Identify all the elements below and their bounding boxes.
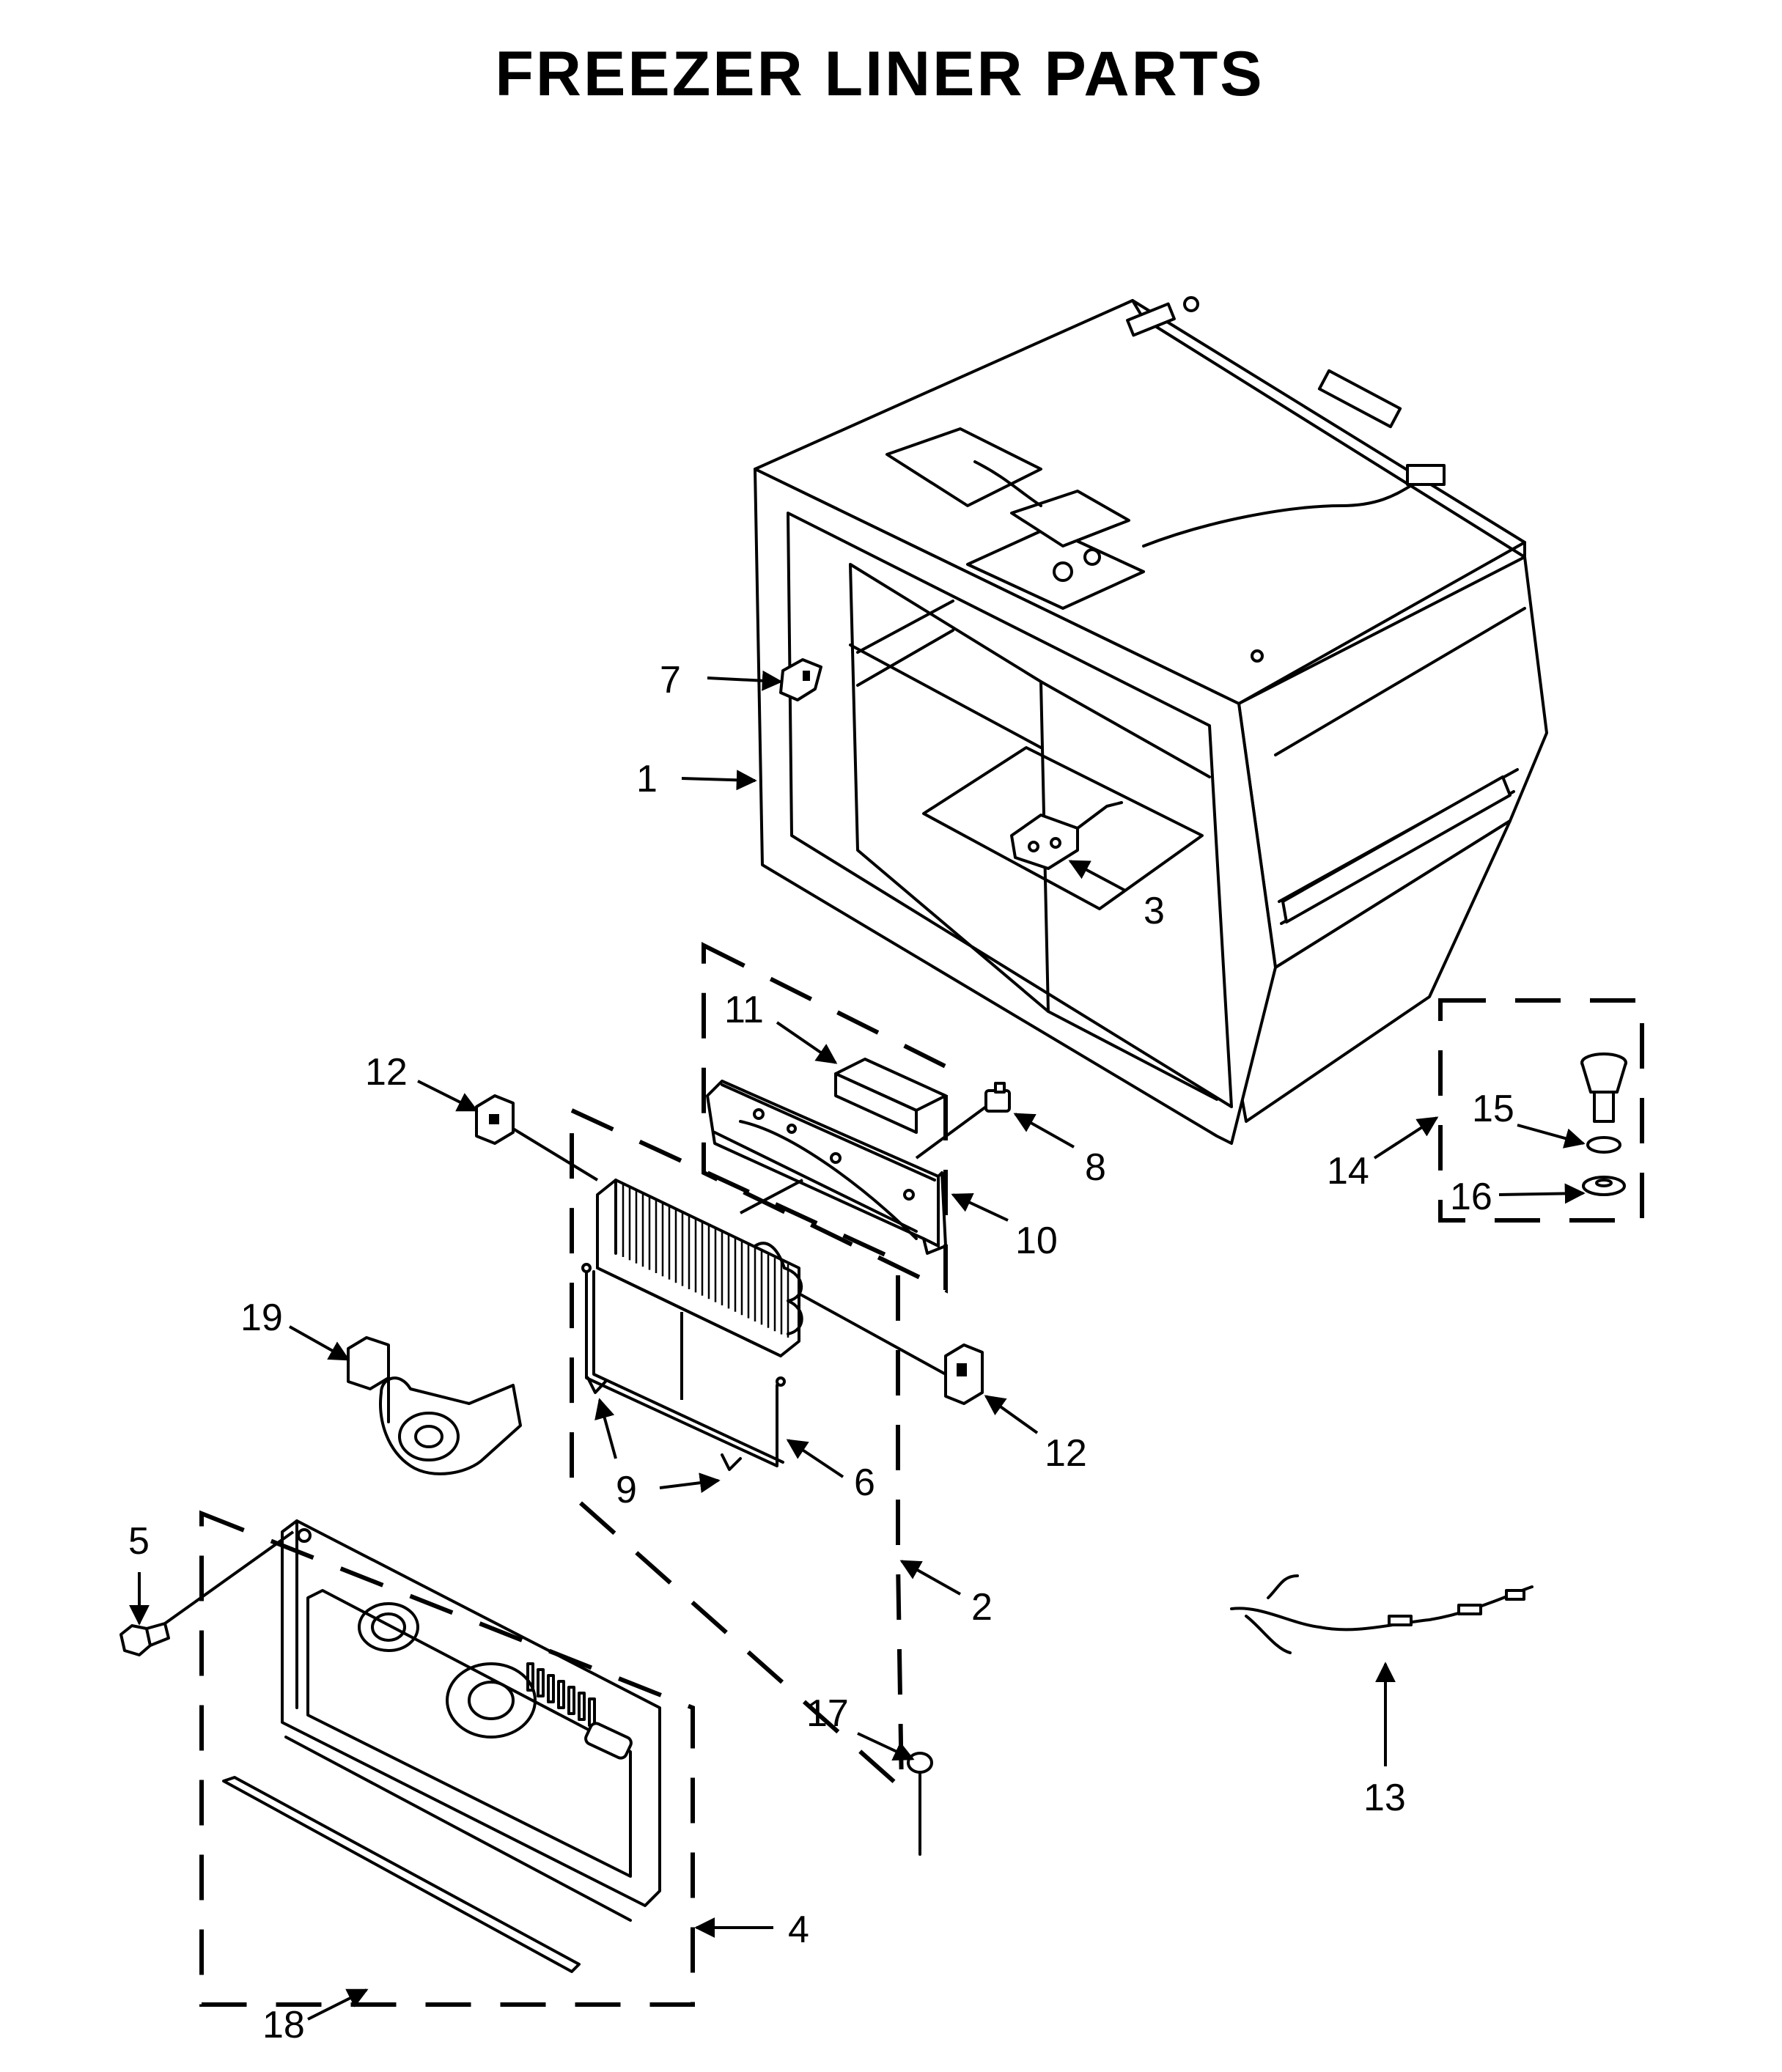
sensor-part [1010,801,1123,870]
wire-harness-part [1230,1574,1534,1654]
thermistor-part [907,1752,933,1856]
fan-motor-part [347,1336,522,1475]
pad-part [834,1058,947,1134]
evaporator-cover-part [706,1080,947,1255]
callout-13: 13 [1363,1777,1406,1819]
callout-4: 4 [788,1909,809,1951]
callout-10: 10 [1015,1220,1058,1262]
callout-7: 7 [660,659,681,701]
group-box-evaporator [570,1107,905,1793]
callout-8: 8 [1085,1146,1106,1189]
callout-19: 19 [240,1297,283,1339]
callout-1: 1 [636,758,658,800]
o-ring-part [1586,1136,1621,1154]
callout-3: 3 [1144,890,1165,932]
bracket-part-top [475,1094,515,1145]
evaporator-part [596,1179,803,1357]
callout-16: 16 [1450,1176,1492,1218]
clip-part [984,1082,1011,1113]
drain-assembly-part [1580,1052,1627,1123]
group-box-drain [1438,998,1644,1223]
callout-6: 6 [854,1461,875,1504]
group-box-rear-panel [199,1510,695,2007]
callout-17: 17 [806,1692,849,1735]
freezer-liner-part [754,296,1548,1145]
callout-11: 11 [724,989,764,1031]
group-box-cover [702,942,948,1294]
diagram-title: FREEZER LINER PARTS [495,39,1264,109]
callout-2: 2 [971,1586,993,1629]
callout-14: 14 [1327,1150,1369,1192]
callout-9: 9 [616,1469,637,1511]
callout-15: 15 [1472,1088,1514,1130]
callout-12-top: 12 [365,1051,408,1094]
callout-12-bottom: 12 [1045,1432,1087,1475]
switch-part [779,658,822,701]
drain-cup-part [1582,1176,1626,1196]
screw-part [119,1622,170,1656]
callout-18: 18 [262,2004,305,2046]
callout-5: 5 [128,1520,150,1563]
rear-panel-part [281,1519,661,1907]
heater-clip-parts [586,1376,742,1471]
gasket-strip-part [222,1736,632,1973]
bracket-part-bottom [944,1343,984,1405]
defrost-heater-part [581,1263,786,1467]
